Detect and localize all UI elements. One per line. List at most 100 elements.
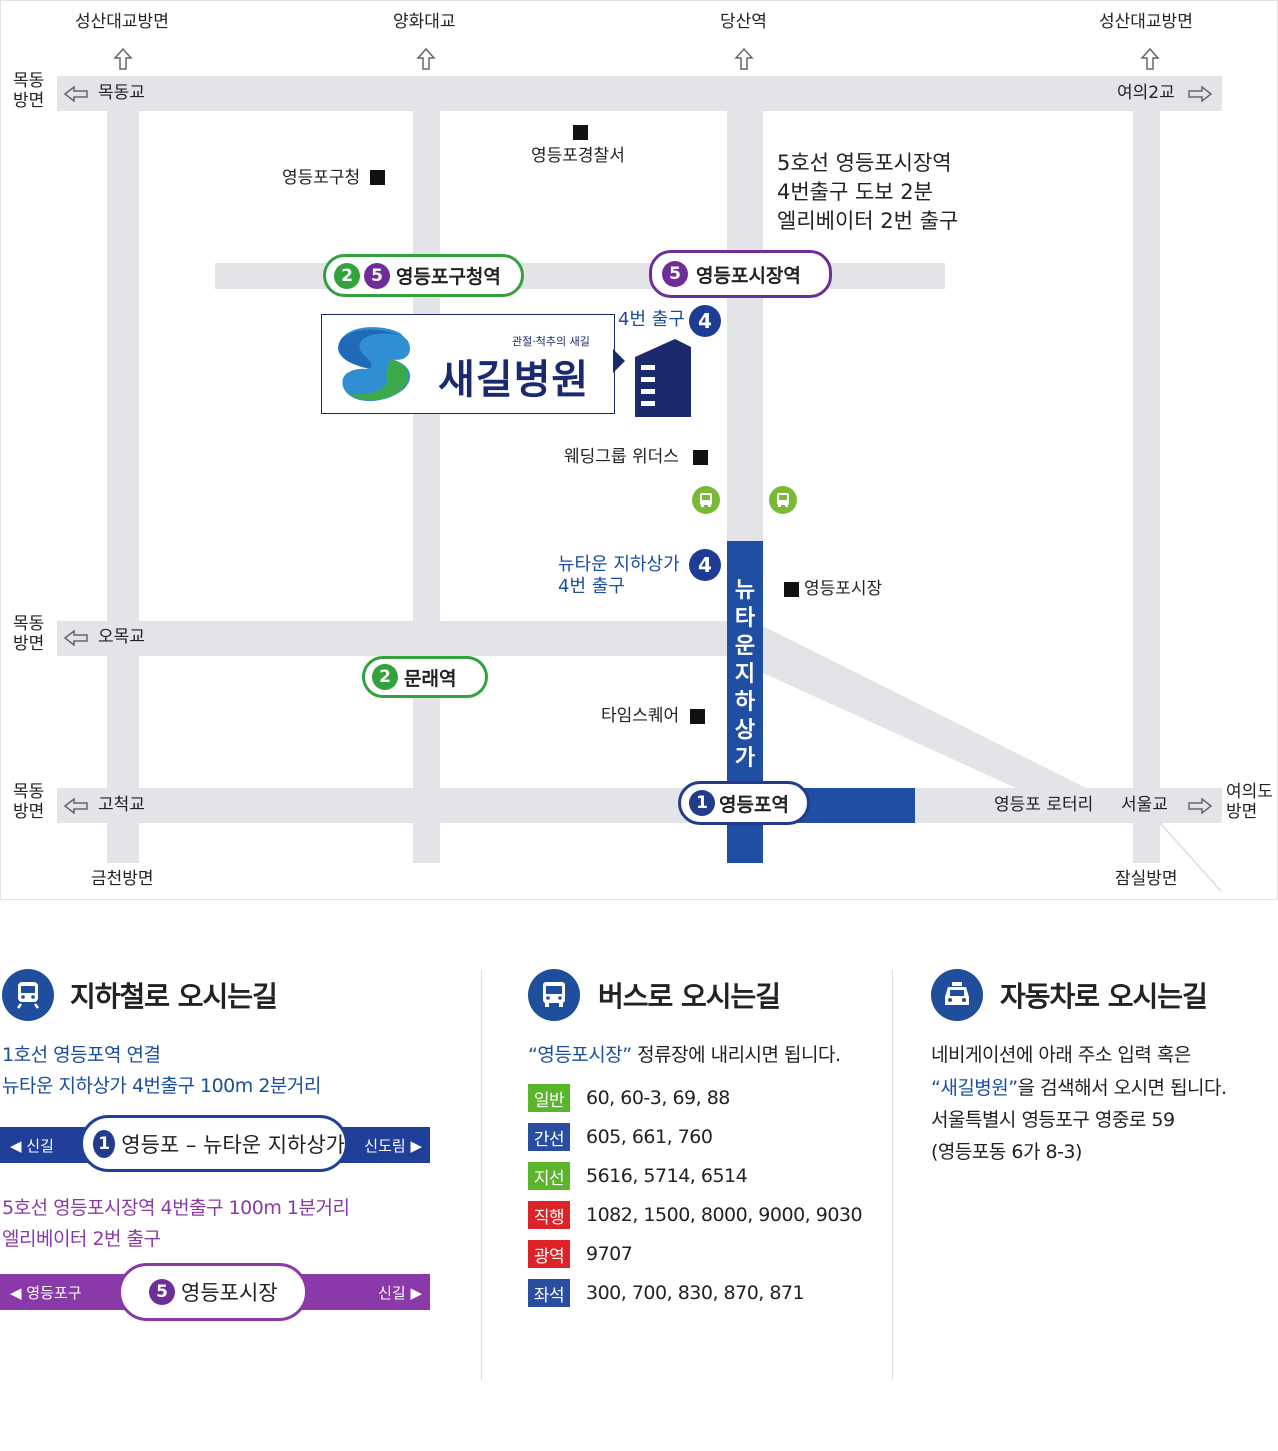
subway-section-icon (2, 969, 54, 1021)
bus-type-badge: 좌석 (528, 1279, 570, 1307)
landmark-times-square: 타임스퀘어 (601, 706, 680, 726)
landmark-wedding: 웨딩그룹 위더스 (564, 447, 679, 467)
newtown-vertical-label: 뉴타운지하상가 (734, 578, 756, 771)
line1-station-name: 영등포 – 뉴타운 지하상가 (121, 1132, 345, 1157)
line5-station-name: 영등포시장 (181, 1281, 278, 1305)
exit-4-num: 4 (689, 305, 721, 337)
hospital-slogan: 관절·척추의 새길 (512, 335, 590, 348)
car-icon (945, 982, 969, 1005)
direction-seongsan-right: 성산대교방면 (1099, 12, 1193, 32)
bus-route-numbers: 60, 60-3, 69, 88 (586, 1087, 730, 1109)
bus-type-badge: 지선 (528, 1162, 570, 1190)
exit-4-label: 4번 출구 (618, 309, 685, 330)
location-map: 뉴타운지하상가 성산대교방면 양화대교 당산역 성산대교방면 목동 방면 목동 … (0, 0, 1278, 900)
direction-mokdong-3: 목동 방면 (13, 782, 45, 823)
rotary: 영등포 로터리 (994, 795, 1094, 815)
station-yeongdeungpo-name: 영등포역 (719, 793, 789, 816)
bus-stop-icon (692, 486, 720, 514)
road-gocheokgyo (57, 788, 1222, 823)
station-mullae: 2 문래역 (362, 656, 488, 698)
bus-route-row: 광역 9707 (528, 1240, 633, 1268)
hospital-name: 새길병원 (438, 357, 590, 403)
bus-section-icon (528, 969, 580, 1021)
road-omokgyo (57, 621, 727, 656)
road-vertical-2 (413, 76, 440, 863)
market-marker (784, 582, 799, 597)
car-address: 서울특별시 영등포구 영중로 59 (931, 1109, 1175, 1131)
direction-yanghwa: 양화대교 (393, 12, 456, 32)
direction-geumcheon: 금천방면 (91, 869, 154, 889)
landmark-police: 영등포경찰서 (531, 146, 625, 166)
gu-office-marker (370, 170, 385, 185)
police-marker (573, 125, 588, 140)
car-line1: 네비게이션에 아래 주소 입력 혹은 (931, 1044, 1191, 1066)
bus-type-badge: 간선 (528, 1123, 570, 1151)
bus-route-numbers: 1082, 1500, 8000, 9000, 9030 (586, 1204, 863, 1226)
hospital-logo-box: 관절·척추의 새길 새길병원 (321, 314, 615, 414)
hospital-logo-icon (338, 327, 411, 402)
newtown-exit-label: 뉴타운 지하상가 4번 출구 (558, 554, 680, 597)
newtown-exit-num: 4 (689, 549, 721, 581)
direction-seongsan-left: 성산대교방면 (75, 12, 169, 32)
up-arrow-icon (731, 46, 757, 72)
times-square-marker (690, 709, 705, 724)
car-section-icon (931, 969, 983, 1021)
car-address-detail: (영등포동 6가 8-3) (931, 1141, 1082, 1163)
bus-type-badge: 광역 (528, 1240, 570, 1268)
right-arrow-icon (1188, 85, 1213, 103)
bridge-gocheok: 고척교 (98, 795, 145, 815)
bridge-seoul: 서울교 (1121, 795, 1168, 815)
left-arrow-icon (63, 85, 88, 103)
car-line2: “새길병원”을 검색해서 오시면 됩니다. (931, 1077, 1227, 1099)
station-yeongdeungpo: 1 영등포역 (678, 781, 810, 825)
bus-intro: “영등포시장” 정류장에 내리시면 됩니다. (528, 1044, 841, 1066)
direction-jamsil: 잠실방면 (1115, 869, 1178, 889)
bus-route-row: 일반 60, 60-3, 69, 88 (528, 1084, 730, 1112)
line1-prev-station: ◀ 신길 (10, 1136, 54, 1155)
landmark-market: 영등포시장 (804, 579, 883, 599)
direction-mokdong-2: 목동 방면 (13, 614, 45, 655)
station-info: 5호선 영등포시장역 4번출구 도보 2분 엘리베이터 2번 출구 (777, 151, 959, 233)
road-mokdonggyo (57, 76, 1222, 111)
direction-dangsan: 당산역 (720, 12, 767, 32)
bus-route-row: 지선 5616, 5714, 6514 (528, 1162, 748, 1190)
direction-yeouido: 여의도 방면 (1226, 782, 1273, 823)
bus-route-numbers: 5616, 5714, 6514 (586, 1165, 748, 1187)
direction-mokdong-1: 목동 방면 (13, 71, 45, 112)
bus-type-badge: 일반 (528, 1084, 570, 1112)
bus-route-row: 간선 605, 661, 760 (528, 1123, 713, 1151)
line5-next-station: 신길 ▶ (378, 1283, 422, 1302)
bus-icon (543, 982, 565, 1007)
line5-prev-station: ◀ 영등포구 (10, 1283, 82, 1302)
bridge-mokdong: 목동교 (98, 83, 145, 103)
pointer-arrow-icon (613, 349, 625, 373)
divider (481, 970, 482, 1380)
station-market-name: 영등포시장역 (696, 264, 801, 287)
station-mullae-name: 문래역 (404, 667, 457, 690)
left-arrow-icon (63, 629, 88, 647)
road-vertical-1 (107, 76, 139, 863)
left-arrow-icon (63, 797, 88, 815)
road-diagonal (763, 626, 1222, 892)
road-vertical-4 (1133, 76, 1160, 863)
building-icon (635, 339, 691, 417)
subway-line5-text: 5호선 영등포시장역 4번출구 100m 1분거리 엘리베이터 2번 출구 (2, 1197, 350, 1250)
bus-section-title: 버스로 오시는길 (598, 980, 781, 1013)
landmark-gu-office: 영등포구청 (282, 168, 361, 188)
wedding-marker (693, 450, 708, 465)
bus-route-numbers: 9707 (586, 1243, 633, 1265)
subway-section-title: 지하철로 오시는길 (70, 980, 278, 1013)
subway-line5-station: 5 영등포시장 (118, 1263, 308, 1321)
car-section-title: 자동차로 오시는길 (1000, 980, 1208, 1013)
up-arrow-icon (1137, 46, 1163, 72)
divider (892, 970, 893, 1380)
right-arrow-icon (1188, 797, 1213, 815)
line1-next-station: 신도림 ▶ (364, 1136, 422, 1155)
up-arrow-icon (110, 46, 136, 72)
bus-route-row: 좌석 300, 700, 830, 870, 871 (528, 1279, 805, 1307)
train-icon (17, 982, 39, 1009)
bus-route-numbers: 300, 700, 830, 870, 871 (586, 1282, 805, 1304)
station-gucheong: 2 5 영등포구청역 (323, 254, 524, 297)
bus-route-numbers: 605, 661, 760 (586, 1126, 713, 1148)
